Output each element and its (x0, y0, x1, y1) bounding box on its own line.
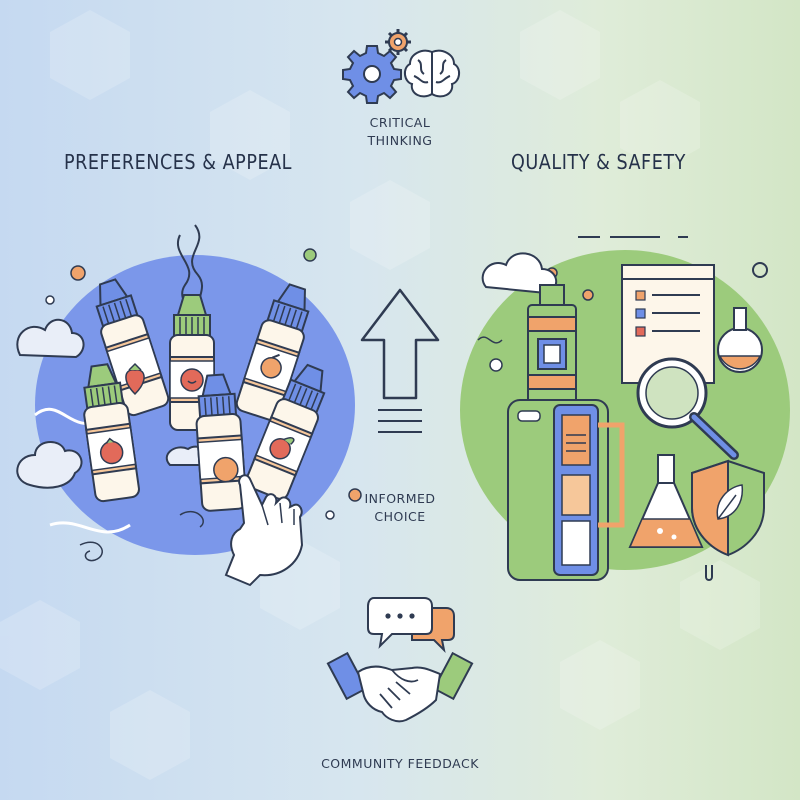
preferences-illustration (16, 224, 362, 587)
shield-leaf-icon (691, 459, 765, 557)
arrow-up-icon (360, 288, 440, 433)
eliquid-bottle-icon (243, 363, 326, 503)
critical-thinking-icon (342, 29, 460, 104)
speech-bubble-icon (367, 597, 455, 654)
handshake-icon (326, 651, 474, 723)
strawberry-icon (125, 362, 145, 396)
pointing-hand-icon (224, 474, 304, 587)
eliquid-bottle-icon (95, 278, 172, 419)
informed-choice-label: INFORMED CHOICE (364, 491, 436, 524)
conical-flask-icon (628, 454, 704, 548)
magnifying-glass-icon (636, 357, 739, 460)
critical-thinking-label: CRITICAL THINKING (367, 115, 433, 148)
eliquid-bottle-icon (169, 294, 215, 431)
community-feedback-icon (326, 597, 474, 723)
vape-device-icon (507, 284, 625, 581)
quality-safety-illustration (460, 236, 790, 581)
right-panel-title: QUALITY & SAFETY (511, 150, 686, 174)
vapor-cloud-icon (481, 252, 557, 295)
community-feedback-label: COMMUNITY FEEDDACK (321, 756, 479, 771)
brain-icon (404, 49, 460, 98)
eliquid-bottle-icon (233, 283, 310, 424)
gear-icon (342, 45, 402, 104)
eliquid-bottle-icon (195, 373, 248, 513)
small-gear-icon (385, 29, 411, 55)
eliquid-bottle-icon (82, 363, 142, 504)
left-panel-title: PREFERENCES & APPEAL (64, 150, 293, 174)
round-flask-icon (717, 307, 763, 373)
